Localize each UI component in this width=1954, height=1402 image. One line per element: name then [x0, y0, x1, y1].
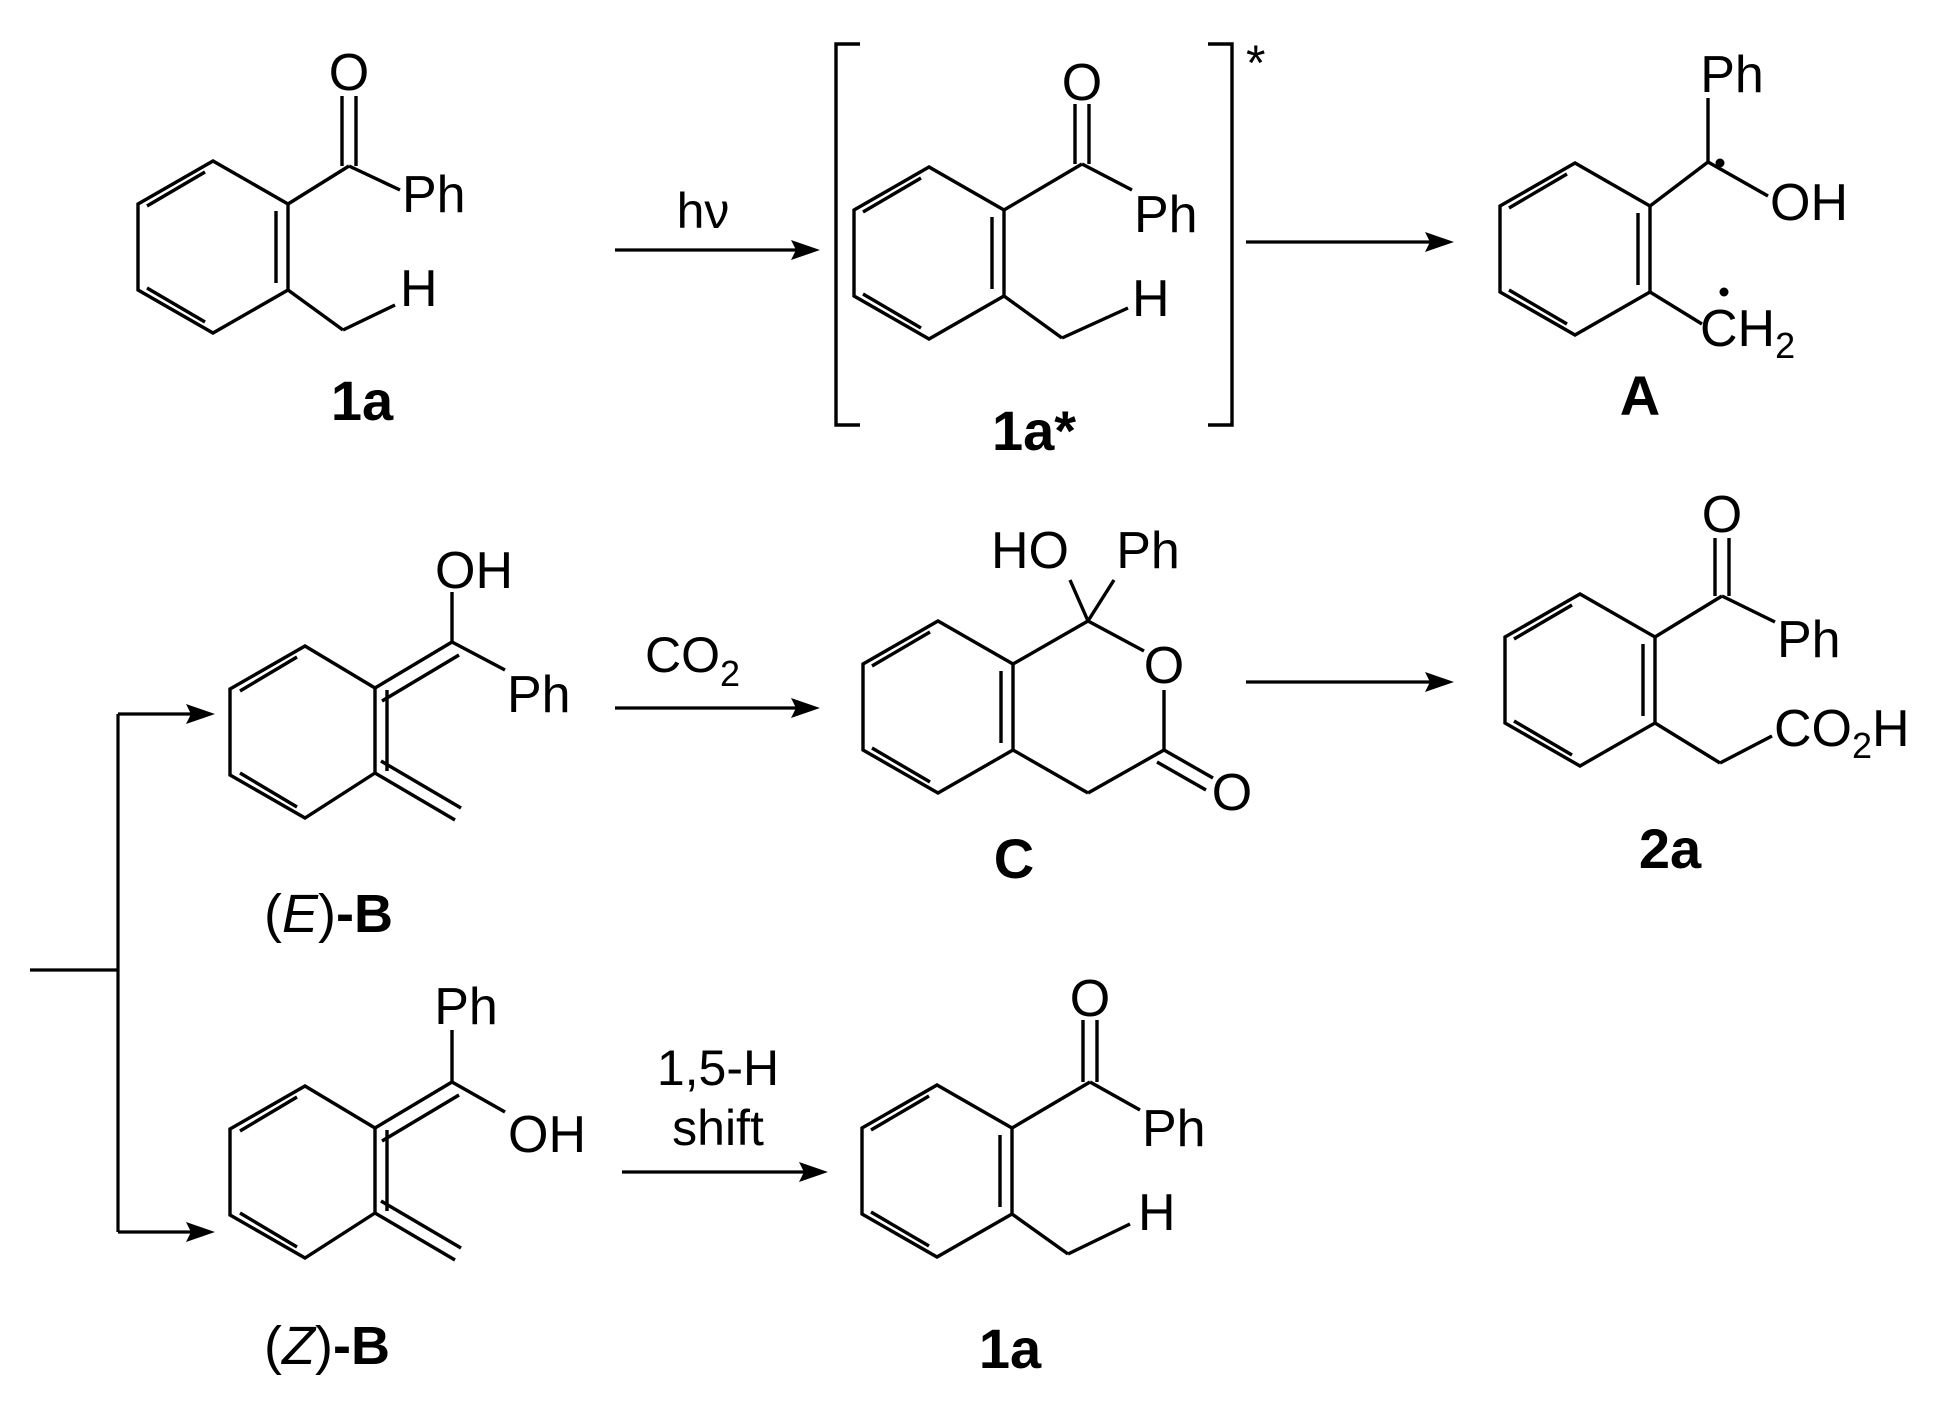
carbonyl-oxygen-label: O: [1212, 764, 1252, 822]
oxygen-label: O: [329, 44, 369, 102]
hemiketal-C: HO Ph O O: [861, 522, 1252, 822]
ring: [228, 1084, 389, 1260]
benzene-ring: [1503, 592, 1657, 768]
shift-label-line2: shift: [672, 1100, 764, 1156]
co2-label: CO2: [645, 627, 740, 694]
hydrogen-label: H: [400, 260, 438, 318]
compound-label-2a: 2a: [1639, 817, 1702, 880]
compound-label-Z-B: (Z)-B: [264, 1316, 390, 1376]
branch-connector: [30, 704, 215, 1242]
co-text: CO: [1774, 700, 1852, 758]
b-suffix: -B: [336, 884, 393, 944]
phenyl-label: Ph: [1142, 1100, 1206, 1158]
b-suffix: -B: [333, 1316, 390, 1376]
stereo-Z: Z: [280, 1316, 317, 1376]
phenyl-label: Ph: [1700, 46, 1764, 104]
subscript-2: 2: [1852, 725, 1872, 766]
compound-label-A: A: [1620, 364, 1660, 427]
ring: [228, 644, 389, 820]
oxygen-label: O: [1062, 54, 1102, 112]
hydroxyl-label: OH: [435, 542, 513, 600]
hydrogen-label: H: [1132, 270, 1170, 328]
arrow-hydrogen-shift: 1,5-H shift: [622, 1040, 828, 1182]
benzene-ring: [1498, 161, 1652, 337]
paren-close: ): [318, 884, 336, 944]
paren-close: ): [315, 1316, 333, 1376]
benzene-ring: [860, 1083, 1014, 1259]
molecule-1a-excited: O Ph H: [852, 54, 1198, 341]
subscript-2: 2: [1775, 325, 1795, 366]
h-text: H: [1872, 700, 1910, 758]
hydroxyl-label: OH: [1770, 174, 1848, 232]
ch-label: CH: [1700, 300, 1775, 358]
ring-oxygen-label: O: [1144, 637, 1184, 695]
shift-label-line1: 1,5-H: [657, 1040, 779, 1096]
product-2a: O Ph CO2H: [1503, 486, 1910, 768]
hydroxyl-label: HO: [991, 522, 1069, 580]
compound-label-E-B: (E)-B: [264, 884, 393, 944]
phenyl-label: Ph: [402, 166, 466, 224]
benzene-ring: [852, 165, 1006, 341]
arrow-ring-opening: [1246, 672, 1454, 692]
molecule-1a-top: O Ph H: [136, 44, 466, 335]
compound-label-1a-bottom: 1a: [979, 1317, 1042, 1380]
stereo-E: E: [282, 884, 319, 944]
phenyl-label: Ph: [1777, 611, 1841, 669]
phenyl-label: Ph: [507, 666, 571, 724]
paren-open: (: [264, 884, 282, 944]
radical-dot: [1715, 158, 1725, 168]
compound-label-1a-star: 1a*: [992, 399, 1076, 462]
excited-asterisk: *: [1246, 35, 1265, 91]
methylene-label: CH2: [1700, 300, 1795, 366]
hydroxyl-label: OH: [508, 1106, 586, 1164]
benzene-ring: [136, 159, 290, 335]
benzene-ring: [861, 619, 1015, 795]
oxygen-label: O: [1070, 970, 1110, 1028]
hv-label: hν: [677, 183, 730, 239]
dienol-Z-B: Ph OH: [228, 978, 586, 1262]
radical-dot: [1719, 287, 1729, 297]
co2-subscript: 2: [720, 653, 740, 694]
phenyl-label: Ph: [1134, 186, 1198, 244]
dienol-E-B: OH Ph: [228, 542, 571, 822]
carboxyl-label: CO2H: [1774, 700, 1910, 766]
arrow-to-biradical: [1246, 232, 1454, 252]
excited-bracket: *: [834, 35, 1265, 427]
phenyl-label: Ph: [1116, 522, 1180, 580]
molecule-1a-bottom: O Ph H: [860, 970, 1206, 1259]
compound-label-1a: 1a: [331, 369, 394, 432]
arrow-carboxylation: CO2: [615, 627, 820, 718]
co-text: CO: [645, 627, 720, 683]
arrow-photoexcitation: hν: [615, 183, 820, 260]
hydrogen-label: H: [1138, 1184, 1176, 1242]
oxygen-label: O: [1702, 486, 1742, 544]
compound-label-C: C: [994, 827, 1034, 890]
paren-open: (: [264, 1316, 282, 1376]
biradical-A: Ph OH CH2: [1498, 46, 1848, 366]
phenyl-label: Ph: [434, 978, 498, 1036]
